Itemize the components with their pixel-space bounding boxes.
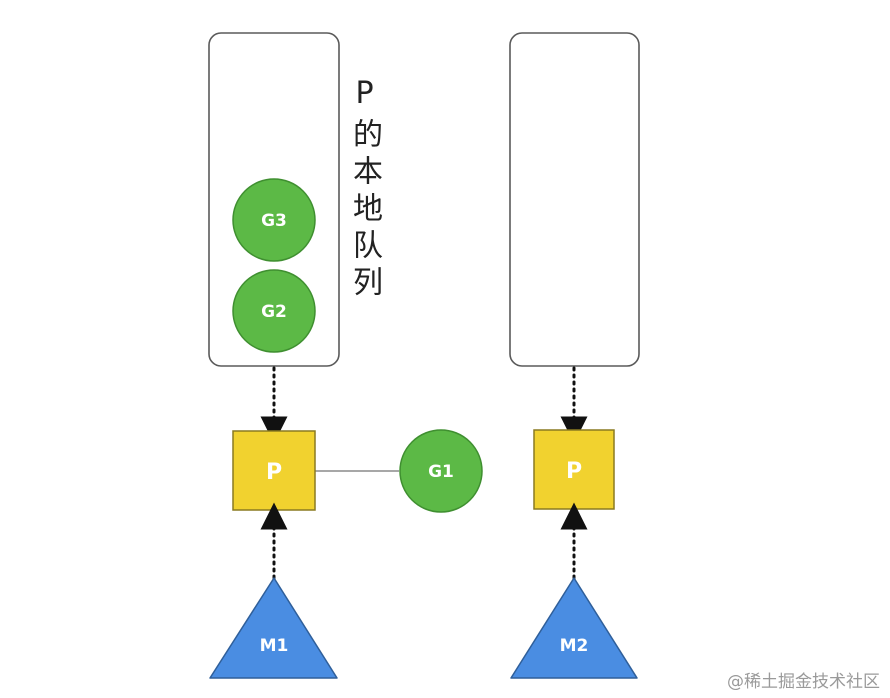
goroutine-g1: G1 <box>399 429 483 513</box>
processor-p-right: P <box>533 429 615 510</box>
local-queue-caption: P的本地队列 <box>347 76 382 303</box>
goroutine-g1-label: G1 <box>428 462 454 482</box>
goroutine-g3: G3 <box>232 178 316 262</box>
machine-m2: M2 <box>510 577 638 679</box>
goroutine-g2-label: G2 <box>261 302 287 322</box>
machine-m1: M1 <box>209 577 338 679</box>
machine-m1-label: M1 <box>260 636 289 656</box>
processor-p-left-label: P <box>266 460 282 485</box>
goroutine-g3-label: G3 <box>261 211 287 231</box>
processor-p-left: P <box>232 430 316 511</box>
processor-p-right-label: P <box>566 459 582 484</box>
goroutine-g2: G2 <box>232 269 316 353</box>
watermark: @稀土掘金技术社区 <box>727 672 880 692</box>
local-queue-right <box>509 32 640 367</box>
machine-m2-label: M2 <box>560 636 589 656</box>
